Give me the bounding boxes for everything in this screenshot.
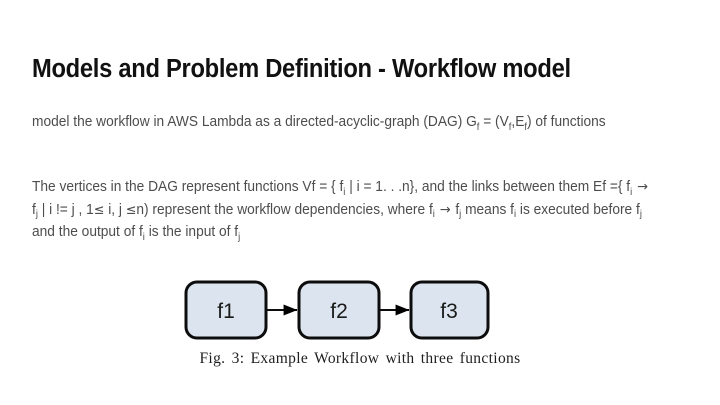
workflow-dag-graphic: f1 f2 f3 (184, 280, 490, 340)
node-f2-label: f2 (330, 300, 348, 323)
paragraph-workflow-definition: model the workflow in AWS Lambda as a di… (32, 114, 606, 133)
page-title: Models and Problem Definition - Workflow… (32, 55, 571, 84)
node-f1-shape (184, 280, 268, 340)
node-f3-label: f3 (440, 300, 458, 323)
node-f3[interactable]: f3 (409, 280, 490, 340)
node-f2-shape (297, 280, 381, 340)
node-f1[interactable]: f1 (184, 280, 268, 340)
node-f2[interactable]: f2 (297, 280, 381, 340)
node-f3-shape (409, 280, 490, 340)
node-f1-label: f1 (217, 300, 235, 323)
figure-example-workflow: f1 f2 f3 Fig. 3: Example Workflow with t… (0, 268, 720, 388)
paragraph-vertices-edges: The vertices in the DAG represent functi… (32, 179, 648, 243)
figure-caption: Fig. 3: Example Workflow with three func… (199, 350, 521, 367)
